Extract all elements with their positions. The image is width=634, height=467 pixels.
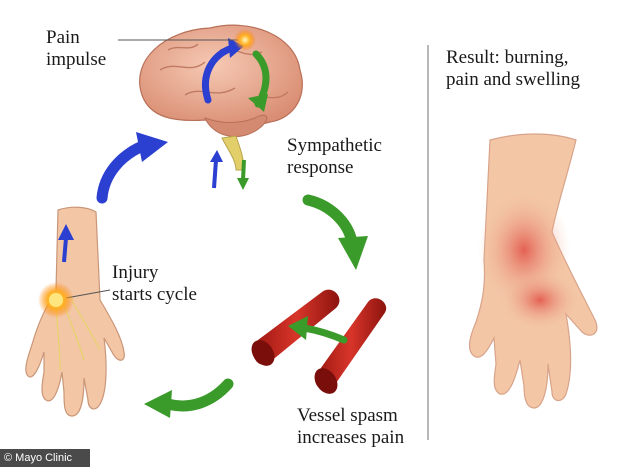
- swollen-hand-illustration: [468, 133, 598, 409]
- label-injury-line2: starts cycle: [112, 284, 197, 305]
- label-sympathetic-response: Sympathetic response: [287, 135, 382, 179]
- spine-blue-arrowhead-icon: [210, 150, 223, 162]
- hand-blue-arrow-icon: [62, 237, 68, 263]
- image-credit: © Mayo Clinic: [0, 449, 90, 467]
- label-pain-impulse-line1: Pain: [46, 27, 80, 48]
- cycle-arrow-green-bottom-icon: [162, 378, 234, 412]
- vessel-green-arrowhead-icon: [288, 316, 308, 340]
- pain-spot-brain-icon: [234, 29, 256, 51]
- label-sympathetic-line1: Sympathetic: [287, 135, 382, 156]
- vessel-green-arrow-icon: [300, 324, 348, 344]
- spine-green-arrow-icon: [241, 159, 246, 181]
- spine-green-arrowhead-icon: [237, 178, 249, 190]
- cycle-arrow-green-top-icon: [302, 194, 358, 248]
- brain-blue-arrow-icon: [202, 44, 236, 104]
- label-vessel-line2: increases pain: [297, 427, 405, 448]
- label-result-line1: Result: burning,: [446, 47, 569, 68]
- brain-green-arrowhead-icon: [248, 94, 268, 112]
- label-injury: Injury starts cycle: [112, 262, 197, 306]
- label-result-line2: pain and swelling: [446, 69, 581, 90]
- label-pain-impulse: Pain impulse: [46, 27, 106, 71]
- injury-spot-core-icon: [49, 293, 63, 307]
- label-injury-line1: Injury: [112, 262, 159, 283]
- label-vessel-line1: Vessel spasm: [297, 405, 398, 426]
- label-sympathetic-line2: response: [287, 157, 354, 178]
- label-result: Result: burning, pain and swelling: [446, 47, 580, 91]
- brain-blue-arrowhead-icon: [228, 38, 244, 58]
- label-vessel-spasm: Vessel spasm increases pain: [297, 405, 404, 449]
- cycle-arrowhead-blue-icon: [136, 132, 168, 162]
- brain-illustration: [139, 24, 303, 171]
- hand-blue-arrowhead-icon: [58, 224, 74, 240]
- cycle-arrow-blue-icon: [96, 139, 151, 204]
- left-hand-illustration: [25, 206, 125, 417]
- label-pain-impulse-line2: impulse: [46, 49, 107, 70]
- cycle-arrowhead-green-top-icon: [338, 236, 368, 270]
- cycle-arrowhead-green-bottom-icon: [144, 390, 172, 418]
- vessel-illustration: [251, 289, 387, 394]
- spine-blue-arrow-icon: [212, 159, 218, 189]
